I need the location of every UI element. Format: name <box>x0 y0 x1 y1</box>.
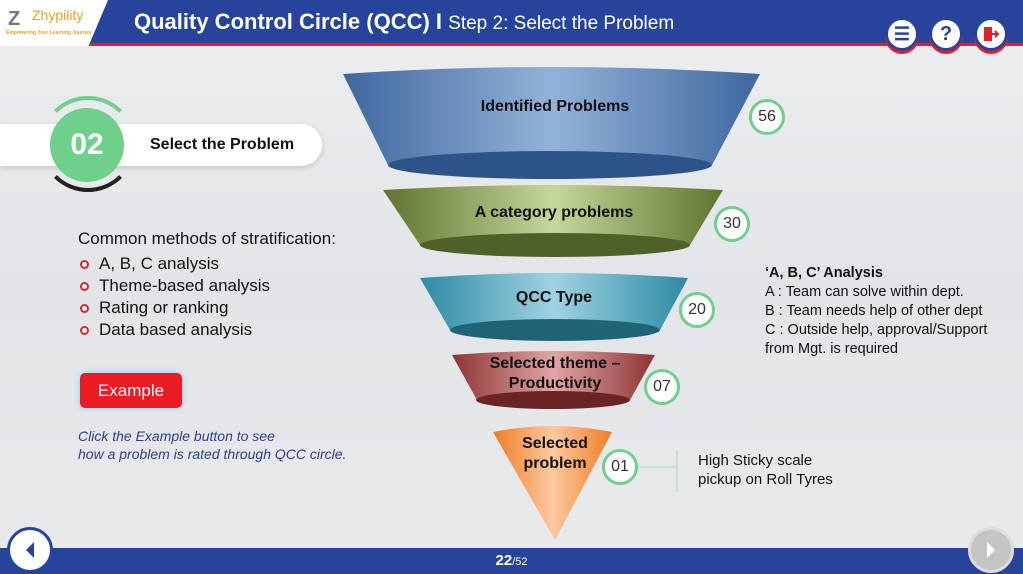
step-ring <box>40 96 136 192</box>
menu-icon: ☰ <box>893 23 911 44</box>
list-item-text: A, B, C analysis <box>99 254 219 273</box>
hint-text: Click the Example button to see how a pro… <box>78 427 346 463</box>
chevron-left-icon <box>26 542 34 558</box>
header-bar: Z Zhypility Empowering Your Learning Jou… <box>0 0 1023 46</box>
count-badge: 01 <box>602 449 638 485</box>
logo: Z Zhypility Empowering Your Learning Jou… <box>0 0 108 46</box>
note-line: pickup on Roll Tyres <box>698 471 833 488</box>
funnel-label-line: problem <box>523 455 587 472</box>
help-icon: ? <box>939 22 953 45</box>
list-item-text: Data based analysis <box>99 320 253 339</box>
funnel-layer-2-base <box>420 233 690 257</box>
funnel-layer-5 <box>493 426 612 540</box>
step-subtitle: Step 2: Select the Problem <box>448 13 675 34</box>
list-item-text: Theme-based analysis <box>99 276 271 295</box>
bullet-icon <box>80 304 89 313</box>
bullet-icon <box>80 260 89 269</box>
list-item: A, B, C analysis <box>78 253 336 275</box>
list-item-text: Rating or ranking <box>99 298 229 317</box>
funnel-label: Identified Problems <box>480 98 630 115</box>
example-button[interactable]: Example <box>80 373 182 408</box>
funnel-label-line: Productivity <box>508 375 602 392</box>
methods-heading: Common methods of stratification: <box>78 229 336 248</box>
funnel-layer-1 <box>343 67 760 178</box>
help-button[interactable]: ? <box>929 17 963 51</box>
methods-section: Common methods of stratification: A, B, … <box>78 229 336 341</box>
funnel-label: A category problems <box>474 204 634 221</box>
footer-bar: 22/52 <box>0 548 1023 574</box>
count-badge: 20 <box>679 292 715 328</box>
bullet-icon <box>80 282 89 291</box>
funnel-layer-4 <box>452 351 655 407</box>
funnel-label-line: Selected theme – <box>489 355 621 372</box>
selected-problem-note: High Sticky scale pickup on Roll Tyres <box>698 451 833 489</box>
list-item: Rating or ranking <box>78 297 336 319</box>
funnel-layer-4-base <box>476 391 630 409</box>
abc-analysis-note: ‘A, B, C’ Analysis A : Team can solve wi… <box>765 264 987 359</box>
previous-button[interactable] <box>7 527 53 573</box>
funnel-layer-3-base <box>450 319 660 341</box>
logo-mark-icon: Z <box>8 8 21 30</box>
menu-button[interactable]: ☰ <box>885 17 919 51</box>
funnel-label: Selected problem <box>505 434 605 474</box>
list-item: Theme-based analysis <box>78 275 336 297</box>
abc-line: C : Outside help, approval/Support <box>765 322 988 338</box>
count-badge: 56 <box>749 99 785 135</box>
logo-name: Zhypility <box>32 7 84 23</box>
course-title: Quality Control Circle (QCC) I <box>134 9 443 34</box>
current-page: 22 <box>495 552 513 569</box>
hint-line: Click the Example button to see <box>78 428 275 444</box>
funnel-label: Selected theme – Productivity <box>470 354 640 394</box>
funnel-label-line: Selected <box>522 435 588 452</box>
count-badge: 30 <box>714 206 750 242</box>
list-item: Data based analysis <box>78 319 336 341</box>
next-button[interactable] <box>968 527 1014 573</box>
logo-tagline: Empowering Your Learning Journey <box>6 30 92 36</box>
note-line: High Sticky scale <box>698 452 813 469</box>
abc-line: from Mgt. is required <box>765 341 898 357</box>
step-label: Select the Problem <box>150 136 295 153</box>
funnel-label: QCC Type <box>515 289 593 306</box>
step-number: 02 <box>50 108 124 182</box>
exit-icon <box>984 27 1000 41</box>
count-badge: 07 <box>644 369 680 405</box>
hint-line: how a problem is rated through QCC circl… <box>78 446 347 462</box>
abc-line: A : Team can solve within dept. <box>765 284 964 300</box>
total-pages: /52 <box>512 556 528 568</box>
bullet-icon <box>80 326 89 335</box>
exit-button[interactable] <box>974 17 1008 51</box>
page-counter: 22/52 <box>0 552 1023 569</box>
chevron-right-icon <box>987 542 995 558</box>
page-title: Quality Control Circle (QCC) I Step 2: S… <box>134 9 674 35</box>
funnel-layer-1-base <box>388 151 712 179</box>
abc-line: B : Team needs help of other dept <box>765 303 983 319</box>
abc-title: ‘A, B, C’ Analysis <box>765 265 883 281</box>
